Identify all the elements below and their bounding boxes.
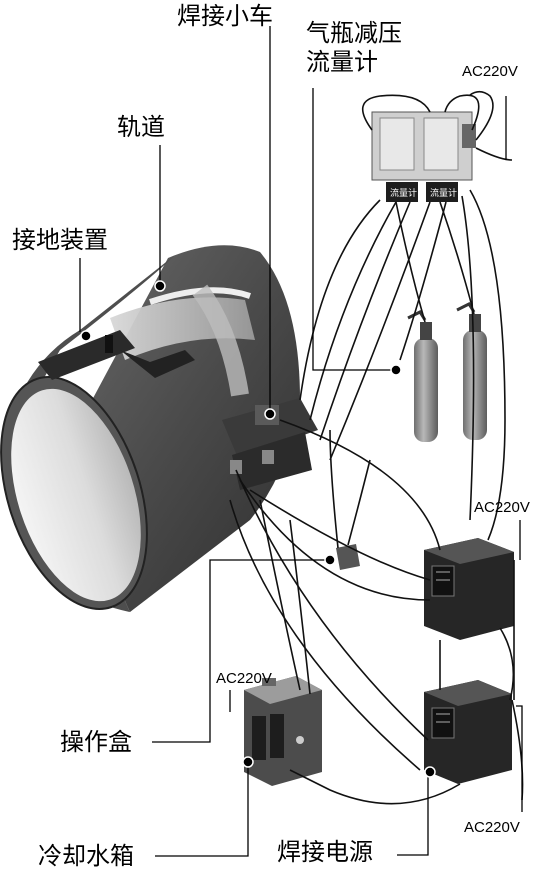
gas-cylinder-left	[414, 338, 438, 442]
dot-grounding-device	[80, 330, 92, 342]
label-control-box: 操作盒	[60, 728, 132, 756]
label-welding-carriage: 焊接小车	[177, 2, 273, 30]
leader-lines	[79, 26, 523, 857]
label-gas-regulator-line2: 流量计	[306, 48, 378, 76]
control-box-unit	[336, 544, 360, 570]
gas-cylinder-right	[463, 330, 487, 440]
dot-control-box	[324, 554, 336, 566]
label-track: 轨道	[117, 113, 165, 141]
welding-power-source-upper	[424, 538, 514, 640]
label-gas-regulator-line1: 气瓶减压	[306, 19, 402, 47]
dot-welding-carriage	[264, 408, 276, 420]
label-grounding-device: 接地装置	[12, 226, 108, 254]
dot-cooling-water-tank	[242, 756, 254, 768]
label-welding-power-source: 焊接电源	[277, 838, 373, 866]
gas-cylinders	[407, 302, 487, 442]
label-ac220v-lower-source: AC220V	[464, 819, 520, 836]
welding-power-source-lower	[424, 680, 512, 784]
label-ac220v-cooling-tank: AC220V	[216, 670, 272, 687]
dot-track	[154, 280, 166, 292]
dot-welding-power-source	[424, 766, 436, 778]
grounding-clamp	[38, 330, 195, 380]
label-ac220v-upper-source: AC220V	[474, 499, 530, 516]
meter-label-left: 流量计	[390, 187, 417, 199]
gas-regulator-flowmeter: 流量计 流量计	[371, 111, 476, 202]
cables	[229, 90, 524, 805]
label-ac220v-regulator: AC220V	[462, 63, 518, 80]
dot-gas-regulator	[390, 364, 402, 376]
cooling-water-tank-unit	[244, 676, 322, 786]
leader-dots	[80, 280, 436, 778]
pipe	[0, 245, 300, 612]
meter-label-right: 流量计	[430, 187, 457, 199]
label-cooling-water-tank: 冷却水箱	[38, 842, 134, 870]
